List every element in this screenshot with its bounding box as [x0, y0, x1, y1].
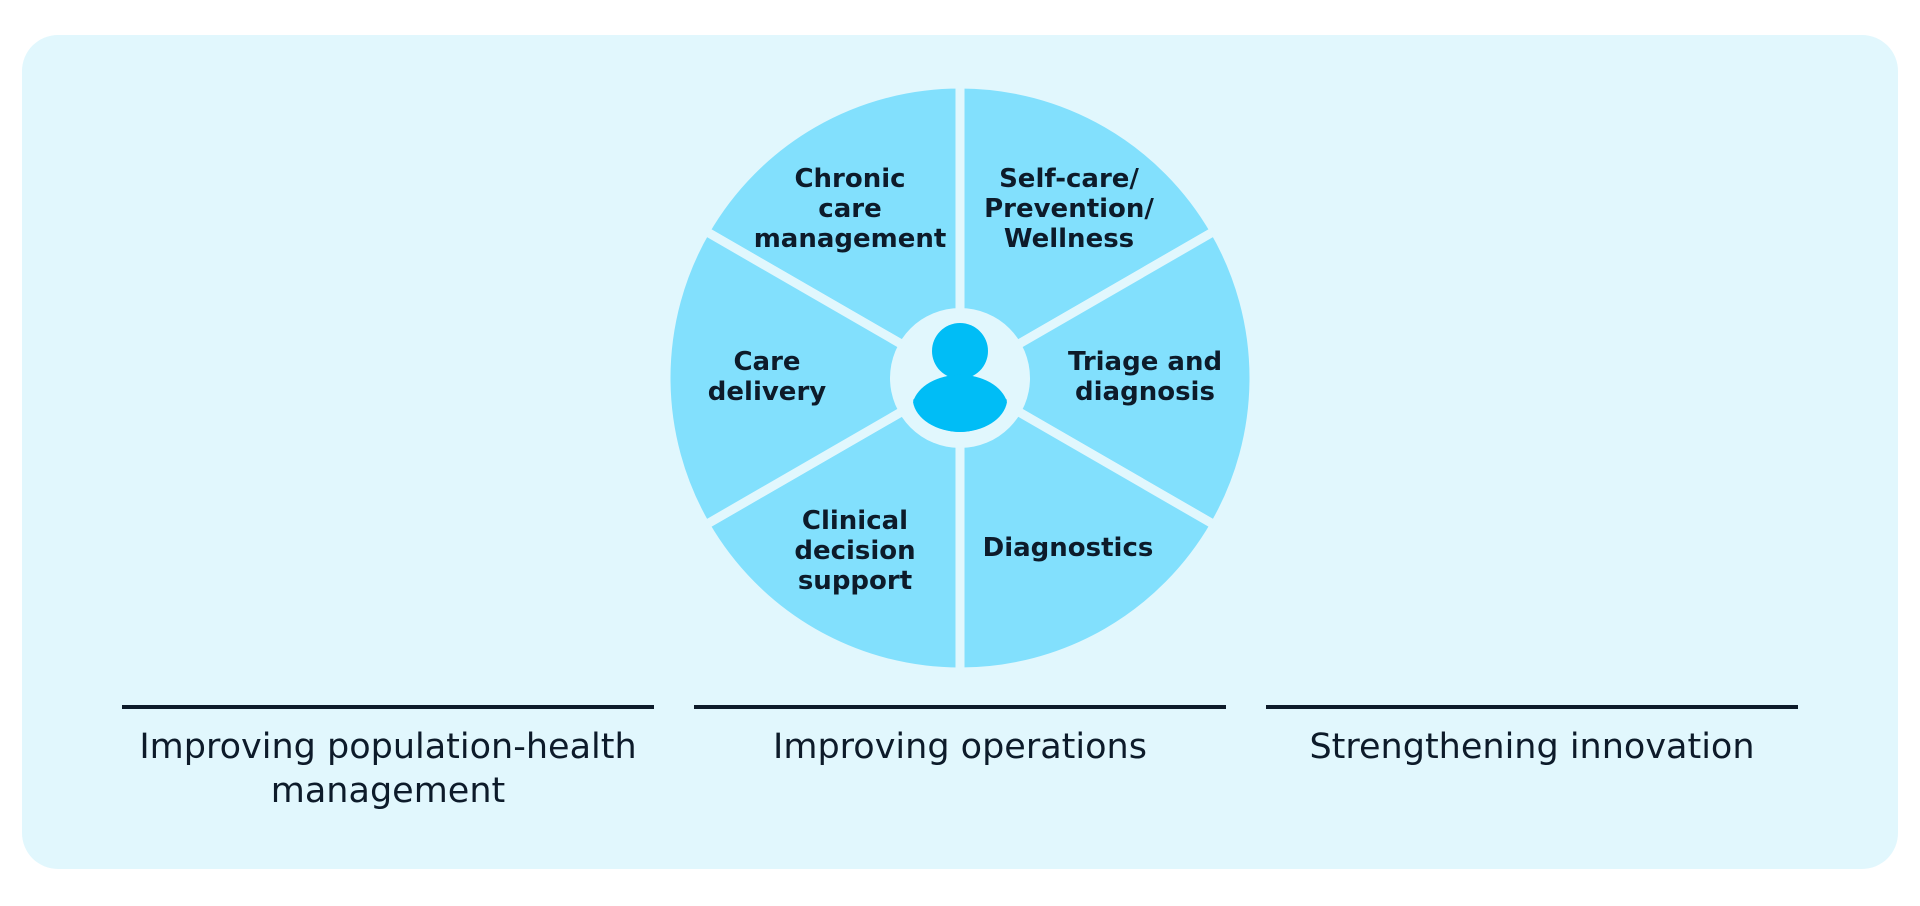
segment-label-triage: Triage and diagnosis: [1067, 347, 1223, 407]
wheel-segment-triage: [955, 226, 1259, 530]
wheel-segment-care-delivery: [661, 226, 965, 530]
wheel-segment-chronic-care: [700, 79, 965, 383]
segment-label-clinical-decision: Clinical decision support: [794, 506, 916, 596]
wheel-segment-clinical-decision: [700, 373, 965, 677]
goal-label: Improving population-health management: [139, 727, 637, 811]
goal-population-health: Improving population-health management: [122, 705, 654, 813]
wheel-segment-diagnostics: [955, 373, 1220, 677]
segment-label-diagnostics: Diagnostics: [982, 533, 1154, 563]
goal-divider: [1266, 705, 1798, 709]
goal-label: Improving operations: [773, 727, 1147, 767]
wheel-segments: [661, 79, 1259, 677]
goal-innovation: Strengthening innovation: [1266, 705, 1798, 769]
segment-label-chronic-care: Chronic care management: [753, 164, 947, 254]
goal-label: Strengthening innovation: [1309, 727, 1755, 767]
goal-divider: [694, 705, 1226, 709]
person-icon: [913, 323, 1007, 432]
segment-label-self-care: Self-care/ Prevention/ Wellness: [984, 164, 1154, 254]
segment-label-care-delivery: Care delivery: [707, 347, 827, 407]
goal-operations: Improving operations: [694, 705, 1226, 769]
goal-divider: [122, 705, 654, 709]
wheel-segment-self-care: [955, 79, 1220, 383]
